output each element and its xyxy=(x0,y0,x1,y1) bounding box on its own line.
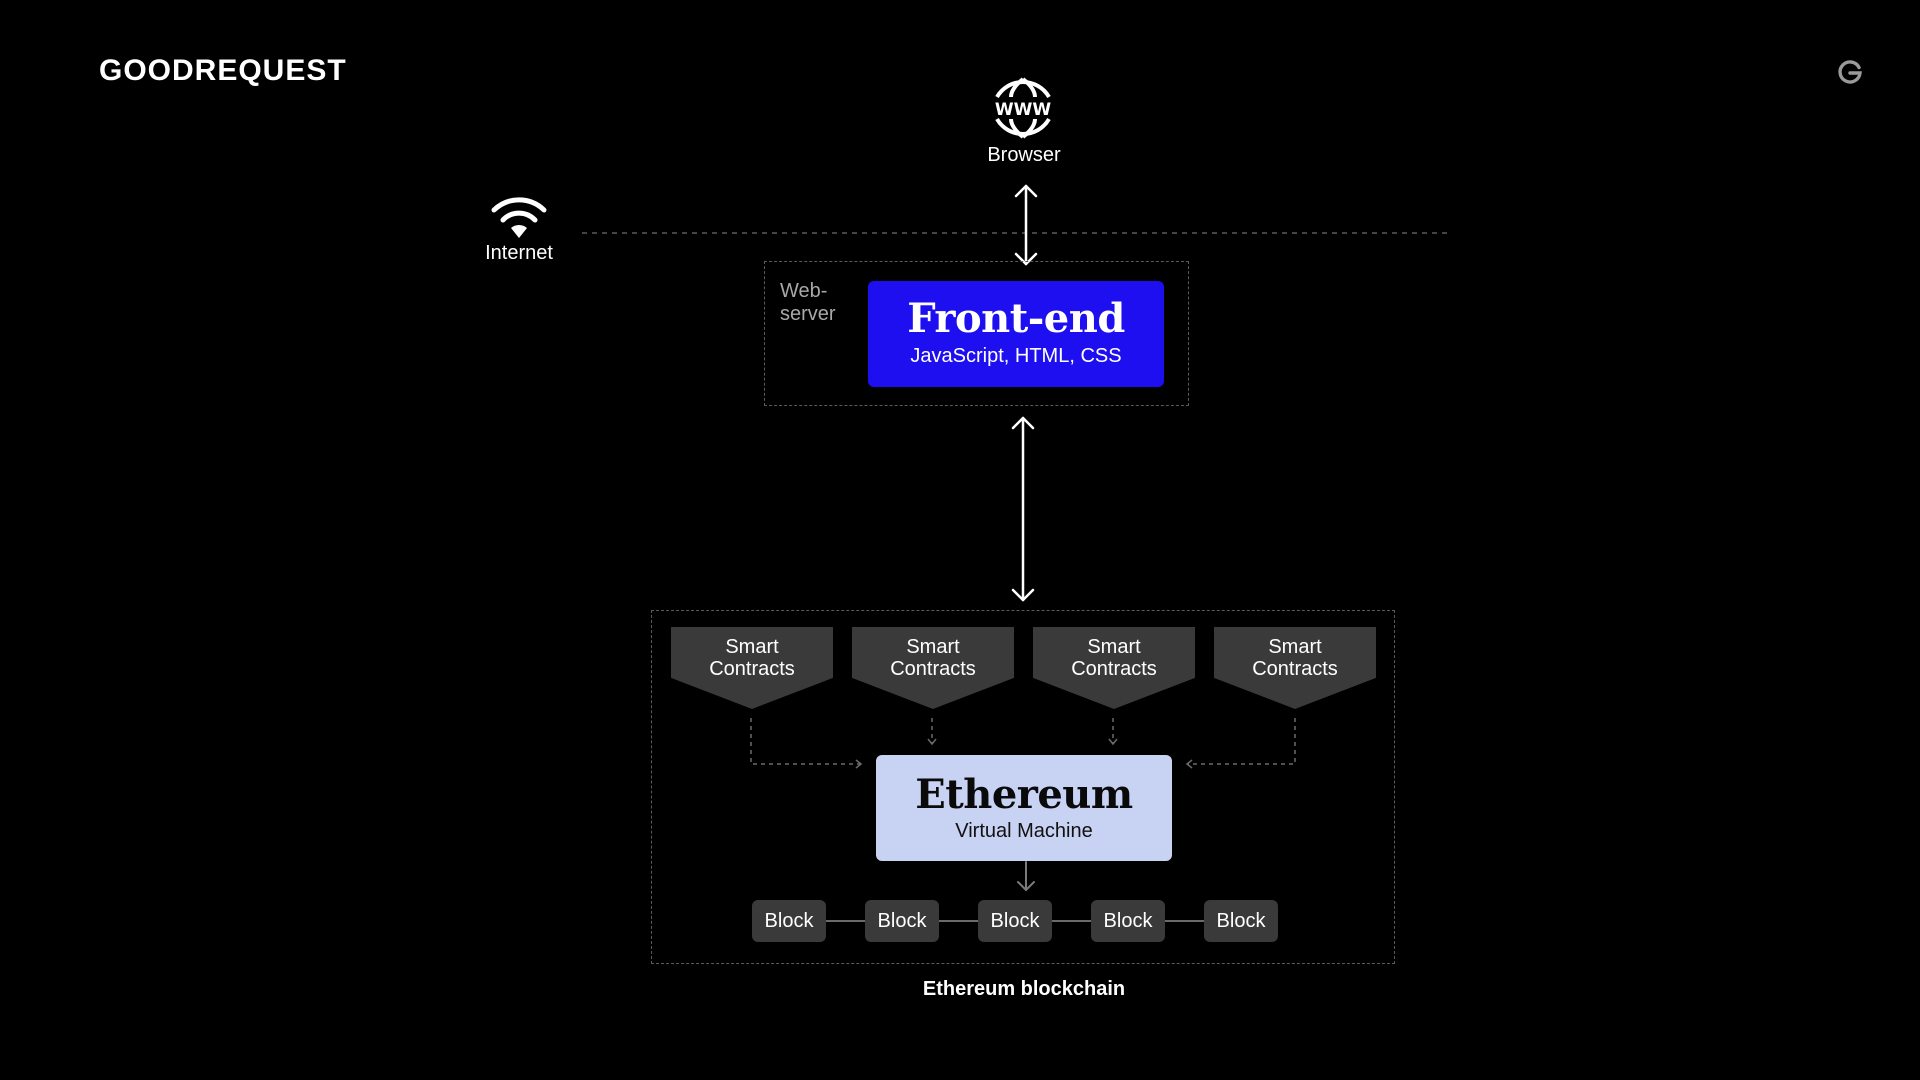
svg-text:WWW: WWW xyxy=(995,100,1052,120)
brand-logo: GOODREQUEST xyxy=(99,54,347,87)
frontend-node: Front-end JavaScript, HTML, CSS xyxy=(868,281,1164,387)
webserver-label: Web- server xyxy=(780,280,836,325)
block-node: Block xyxy=(865,900,939,942)
smart-contract-line2: Contracts xyxy=(1252,658,1338,680)
www-globe-icon: WWW xyxy=(995,77,1052,139)
evm-title: Ethereum xyxy=(915,771,1133,818)
wifi-icon xyxy=(491,197,547,238)
smart-contract-line2: Contracts xyxy=(890,658,976,680)
blockchain-caption: Ethereum blockchain xyxy=(922,978,1126,1000)
frontend-subtitle: JavaScript, HTML, CSS xyxy=(910,345,1122,367)
evm-subtitle: Virtual Machine xyxy=(955,820,1093,842)
frontend-title: Front-end xyxy=(907,295,1125,342)
block-node: Block xyxy=(752,900,826,942)
evm-node: Ethereum Virtual Machine xyxy=(876,755,1172,861)
smart-contract-line1: Smart xyxy=(1087,636,1141,658)
webserver-container xyxy=(764,261,1189,406)
block-node: Block xyxy=(1091,900,1165,942)
smart-contract-line1: Smart xyxy=(906,636,960,658)
frontend-blockchain-arrow xyxy=(1011,416,1035,602)
evm-blocks-arrow xyxy=(1017,861,1035,892)
smart-contract-line1: Smart xyxy=(1268,636,1322,658)
block-node: Block xyxy=(1204,900,1278,942)
smart-contract-line2: Contracts xyxy=(1071,658,1157,680)
block-node: Block xyxy=(978,900,1052,942)
smart-contract-line2: Contracts xyxy=(709,658,795,680)
browser-label: Browser xyxy=(987,144,1061,166)
goodrequest-g-icon xyxy=(1838,60,1862,84)
internet-label: Internet xyxy=(485,242,553,264)
smart-contract-line1: Smart xyxy=(725,636,779,658)
contract-evm-arrowheads xyxy=(855,738,1193,769)
browser-frontend-arrow xyxy=(1014,184,1038,266)
blockchain-container xyxy=(651,610,1395,964)
